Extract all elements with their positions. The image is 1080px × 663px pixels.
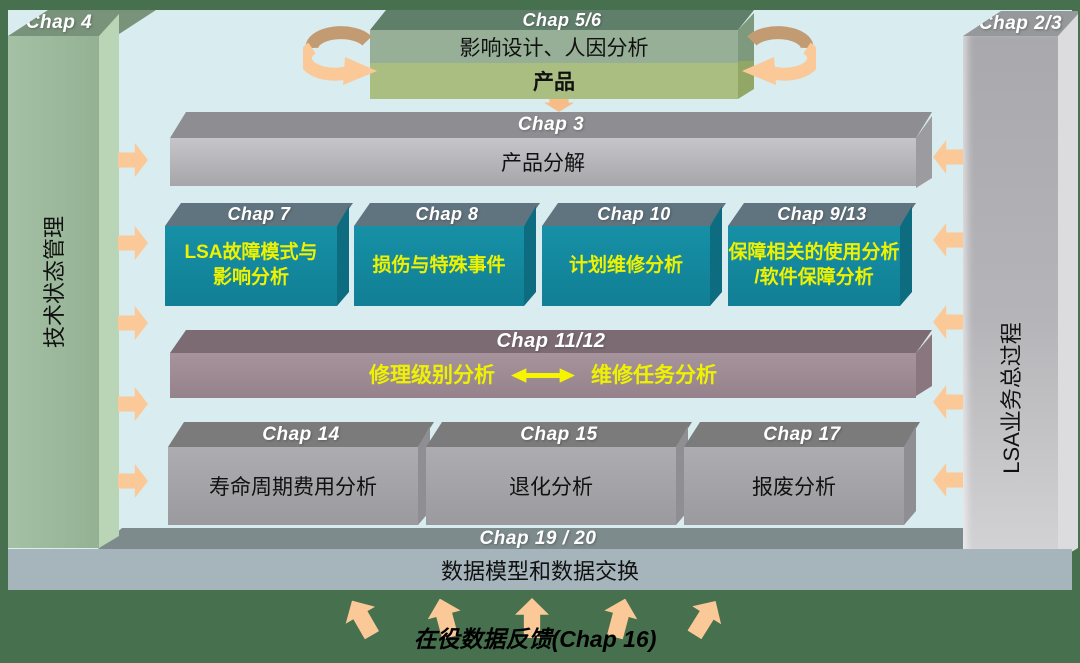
maintenance-task-label: 维修任务分析 xyxy=(591,363,717,387)
damage-box-side xyxy=(524,206,536,306)
breakdown-box-top: Chap 3 xyxy=(170,112,932,138)
product-box-chap-label: Chap 5/6 xyxy=(522,9,602,30)
loop-arrow-left-icon xyxy=(303,26,377,85)
support-analysis-box-side xyxy=(900,206,912,306)
damage-chap-label: Chap 8 xyxy=(415,204,479,224)
config-management-bar-side xyxy=(99,14,119,548)
support-analysis-box-top: Chap 9/13 xyxy=(728,203,916,226)
breakdown-box: 产品分解 xyxy=(170,138,916,186)
fmea-box-top: Chap 7 xyxy=(165,203,353,226)
degradation-chap-label: Chap 15 xyxy=(520,423,598,445)
product-box-top: Chap 5/6 xyxy=(370,10,754,30)
scheduled-maintenance-label-line1: 计划维修分析 xyxy=(568,254,683,276)
config-management-chap-label: Chap 4 xyxy=(25,12,93,33)
config-management-label: 技术状态管理 xyxy=(42,216,67,349)
repair-level-box-side xyxy=(916,334,932,396)
repair-level-box-top: Chap 11/12 xyxy=(170,330,932,353)
in-service-feedback-label: 在役数据反馈(Chap 16) xyxy=(413,626,657,652)
support-analysis-chap-label: Chap 9/13 xyxy=(777,204,867,224)
support-analysis-label-line1: 保障相关的使用分析 xyxy=(728,242,900,264)
data-exchange-chap-label: Chap 19 / 20 xyxy=(479,527,597,549)
lcc-chap-label: Chap 14 xyxy=(262,423,340,445)
damage-box: 损伤与特殊事件 xyxy=(354,226,524,306)
breakdown-box-side xyxy=(916,116,932,188)
disposal-box-top: Chap 17 xyxy=(684,422,920,447)
double-arrow-icon xyxy=(511,368,575,383)
fmea-chap-label: Chap 7 xyxy=(227,204,291,224)
lcc-box: 寿命周期费用分析 xyxy=(168,447,418,525)
data-exchange-bar: 数据模型和数据交换 xyxy=(8,549,1072,590)
lsa-process-chap-label: Chap 2/3 xyxy=(978,12,1063,34)
lsa-process-bar xyxy=(963,36,1058,550)
breakdown-chap-label: Chap 3 xyxy=(517,114,585,135)
config-management-bar xyxy=(8,36,99,548)
scheduled-maintenance-chap-label: Chap 10 xyxy=(597,204,671,224)
damage-label-line1: 损伤与特殊事件 xyxy=(372,254,506,276)
lsa-process-bar-side xyxy=(1058,14,1078,560)
support-analysis-box: 保障相关的使用分析 /软件保障分析 xyxy=(728,226,900,306)
lsa-process-label: LSA业务总过程 xyxy=(999,322,1024,474)
fmea-label-line2: 影响分析 xyxy=(212,267,289,288)
disposal-chap-label: Chap 17 xyxy=(763,423,841,445)
scheduled-maintenance-box: 计划维修分析 xyxy=(542,226,710,306)
damage-box-top: Chap 8 xyxy=(354,203,540,226)
fmea-box-side xyxy=(337,206,349,306)
product-label: 产品 xyxy=(370,63,738,99)
lcc-box-top: Chap 14 xyxy=(168,422,434,447)
support-analysis-label-line2: /软件保障分析 xyxy=(754,267,874,288)
fmea-box: LSA故障模式与 影响分析 xyxy=(165,226,337,306)
degradation-box-top: Chap 15 xyxy=(426,422,692,447)
design-influence-label: 影响设计、人因分析 xyxy=(370,30,738,63)
loop-arrow-right-icon xyxy=(742,26,816,85)
disposal-box: 报废分析 xyxy=(684,447,904,525)
scheduled-maintenance-box-top: Chap 10 xyxy=(542,203,726,226)
lsa-process-bar-top: Chap 2/3 xyxy=(963,11,1078,36)
fmea-label-line1: LSA故障模式与 xyxy=(184,242,318,264)
repair-level-chap-label: Chap 11/12 xyxy=(496,330,606,352)
scheduled-maintenance-box-side xyxy=(710,206,722,306)
repair-level-box: 修理级别分析 维修任务分析 xyxy=(170,353,916,398)
disposal-box-side xyxy=(904,426,916,525)
degradation-box: 退化分析 xyxy=(426,447,676,525)
data-exchange-bar-top: Chap 19 / 20 xyxy=(98,528,1062,549)
repair-level-label: 修理级别分析 xyxy=(369,363,495,387)
